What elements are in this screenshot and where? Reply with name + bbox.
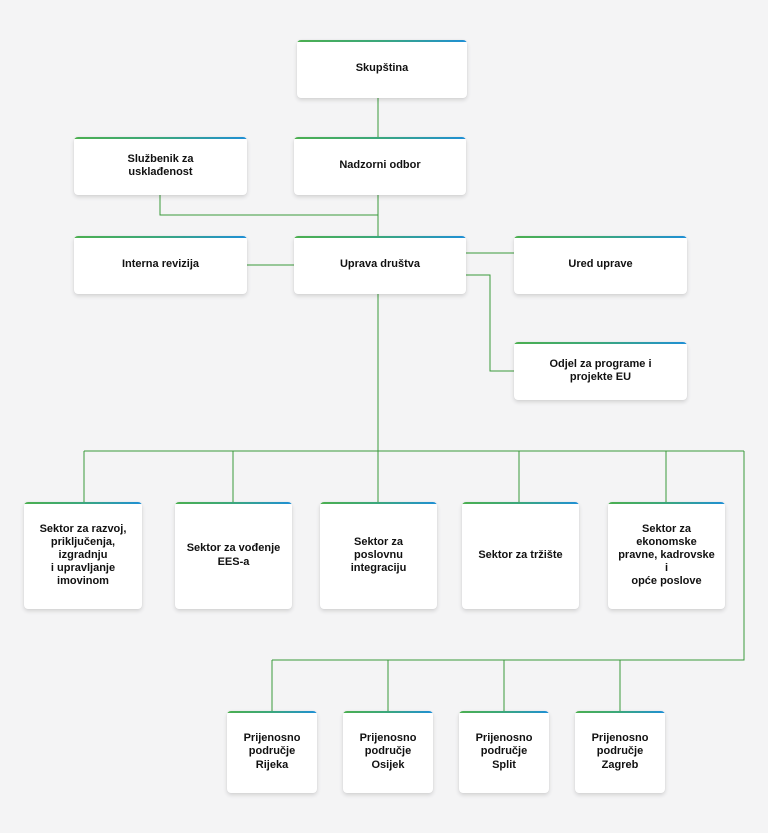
node-pp-split: Prijenosno područje Split bbox=[459, 711, 549, 793]
node-label: Ured uprave bbox=[568, 258, 633, 271]
node-label: Sektor za razvoj, priključenja, izgradnj… bbox=[39, 522, 127, 588]
node-pp-osijek: Prijenosno područje Osijek bbox=[343, 711, 433, 793]
node-sektor-ees: Sektor za vođenje EES-a bbox=[175, 502, 292, 609]
node-label: Prijenosno područje Osijek bbox=[359, 732, 417, 771]
node-sluzbenik: Službenik za usklađenost bbox=[74, 137, 247, 195]
node-interna-revizija: Interna revizija bbox=[74, 236, 247, 294]
connector-sluzbenik bbox=[159, 195, 378, 216]
node-sektor-ekonomske: Sektor za ekonomske pravne, kadrovske i … bbox=[608, 502, 725, 609]
node-label: Sektor za vođenje EES-a bbox=[186, 542, 281, 568]
node-label: Prijenosno područje Zagreb bbox=[591, 732, 649, 771]
node-label: Sektor za tržište bbox=[478, 548, 563, 561]
node-label: Prijenosno područje Rijeka bbox=[243, 732, 301, 771]
node-label: Službenik za usklađenost bbox=[127, 152, 194, 178]
node-pp-rijeka: Prijenosno područje Rijeka bbox=[227, 711, 317, 793]
node-label: Sektor za poslovnu integraciju bbox=[350, 535, 407, 575]
node-uprava: Uprava društva bbox=[294, 236, 466, 294]
node-label: Sektor za ekonomske pravne, kadrovske i … bbox=[618, 522, 715, 588]
node-odjel-eu: Odjel za programe i projekte EU bbox=[514, 342, 687, 400]
node-label: Nadzorni odbor bbox=[339, 159, 421, 172]
node-sektor-trziste: Sektor za tržište bbox=[462, 502, 579, 609]
node-label: Odjel za programe i projekte EU bbox=[549, 357, 652, 383]
node-label: Skupština bbox=[355, 62, 409, 75]
node-pp-zagreb: Prijenosno područje Zagreb bbox=[575, 711, 665, 793]
connector-odjel-eu bbox=[466, 274, 514, 372]
node-ured-uprave: Ured uprave bbox=[514, 236, 687, 294]
node-sektor-razvoj: Sektor za razvoj, priključenja, izgradnj… bbox=[24, 502, 142, 609]
node-label: Uprava društva bbox=[339, 258, 421, 271]
node-nadzorni-odbor: Nadzorni odbor bbox=[294, 137, 466, 195]
connector-podrucja-bus bbox=[272, 451, 745, 661]
node-label: Interna revizija bbox=[121, 258, 200, 271]
node-label: Prijenosno područje Split bbox=[475, 732, 533, 771]
node-skupstina: Skupština bbox=[297, 40, 467, 98]
node-sektor-integracija: Sektor za poslovnu integraciju bbox=[320, 502, 437, 609]
